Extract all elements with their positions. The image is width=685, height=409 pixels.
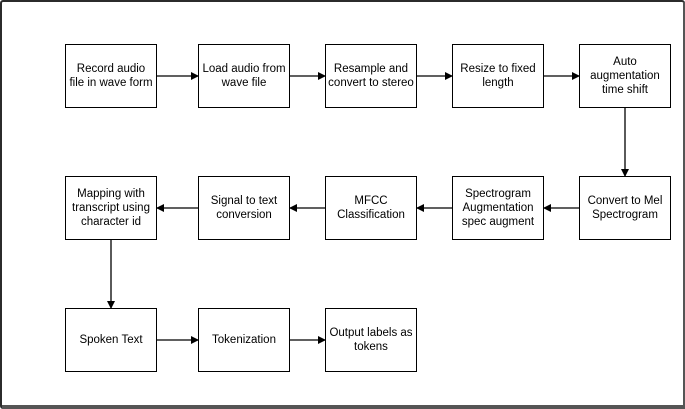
- node-record-audio: Record audio file in wave form: [65, 44, 157, 108]
- node-load-audio: Load audio from wave file: [198, 44, 290, 108]
- node-tokenization: Tokenization: [198, 308, 290, 372]
- frame-shadow-right: [683, 2, 685, 407]
- node-time-shift: Auto augmentation time shift: [579, 44, 671, 108]
- node-signal-to-text: Signal to text conversion: [198, 176, 290, 240]
- node-spec-augment: Spectrogram Augmentation spec augment: [452, 176, 544, 240]
- node-output-labels: Output labels as tokens: [325, 308, 417, 372]
- frame-shadow-bottom: [2, 405, 685, 409]
- node-mel-spectrogram: Convert to Mel Spectrogram: [579, 176, 671, 240]
- node-spoken-text: Spoken Text: [65, 308, 157, 372]
- node-transcript-mapping: Mapping with transcript using character …: [65, 176, 157, 240]
- node-resize: Resize to fixed length: [452, 44, 544, 108]
- node-mfcc: MFCC Classification: [325, 176, 417, 240]
- node-resample: Resample and convert to stereo: [325, 44, 417, 108]
